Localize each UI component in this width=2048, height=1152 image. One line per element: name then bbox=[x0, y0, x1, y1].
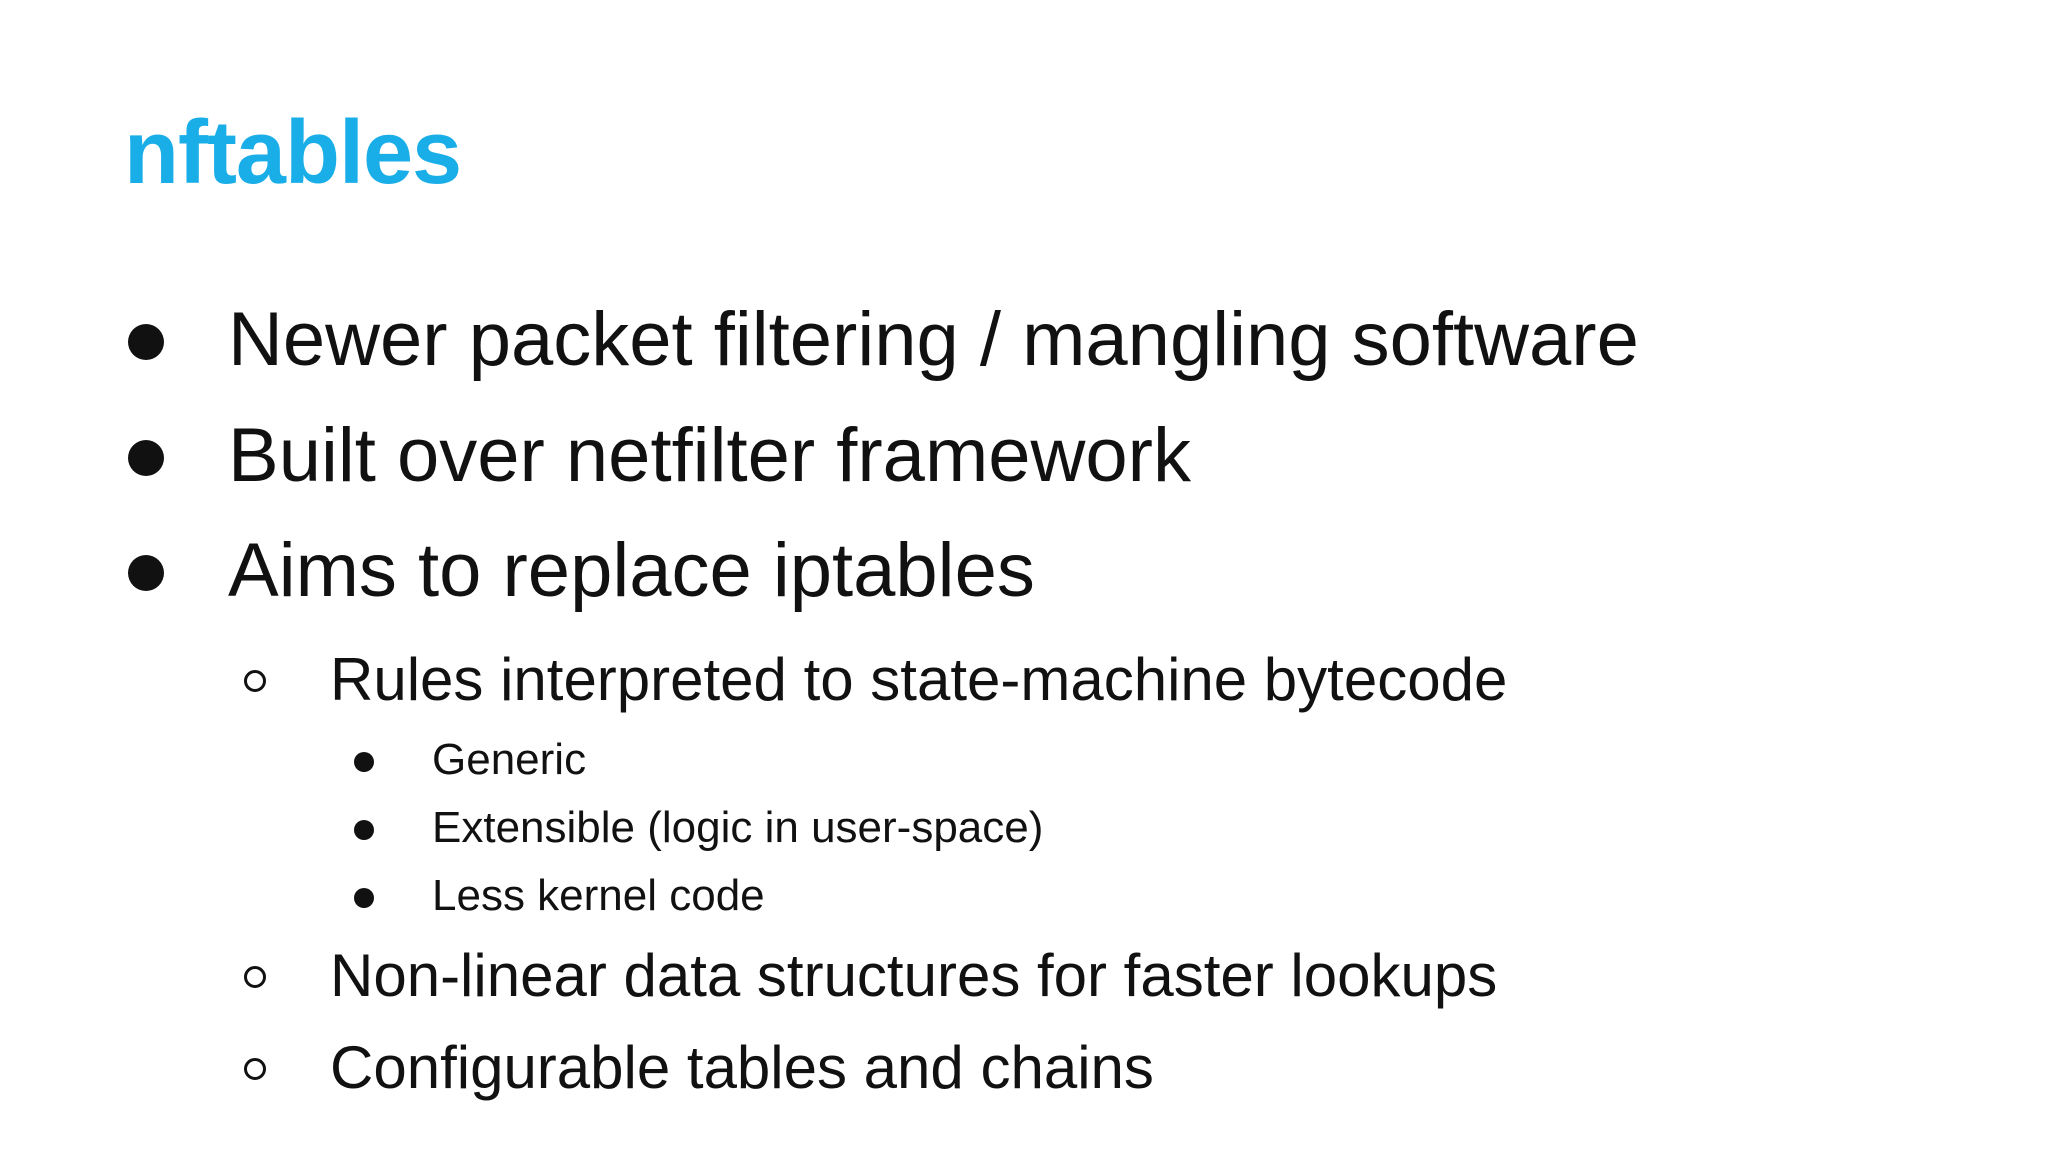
hollow-bullet-icon bbox=[244, 1058, 266, 1080]
sub-sub-bullet-text: Extensible (logic in user-space) bbox=[432, 803, 1044, 852]
filled-bullet-icon bbox=[354, 888, 374, 908]
bullet-text: Newer packet filtering / mangling softwa… bbox=[228, 297, 1639, 382]
bullet-text: Aims to replace iptables bbox=[228, 528, 1035, 613]
filled-bullet-icon bbox=[354, 820, 374, 840]
filled-bullet-icon bbox=[128, 555, 164, 591]
sub-sub-bullet-text: Less kernel code bbox=[432, 871, 765, 920]
filled-bullet-icon bbox=[354, 752, 374, 772]
slide-title: nftables bbox=[124, 103, 462, 203]
hollow-bullet-icon bbox=[244, 670, 266, 692]
sub-sub-bullet-text: Generic bbox=[432, 735, 587, 784]
hollow-bullet-icon bbox=[244, 966, 266, 988]
filled-bullet-icon bbox=[128, 440, 164, 476]
bullet-text: Built over netfilter framework bbox=[228, 413, 1191, 498]
sub-bullet-text: Rules interpreted to state-machine bytec… bbox=[330, 646, 1508, 713]
sub-bullet-text: Configurable tables and chains bbox=[330, 1034, 1154, 1101]
sub-bullet-text: Non-linear data structures for faster lo… bbox=[330, 942, 1498, 1009]
filled-bullet-icon bbox=[128, 324, 164, 360]
